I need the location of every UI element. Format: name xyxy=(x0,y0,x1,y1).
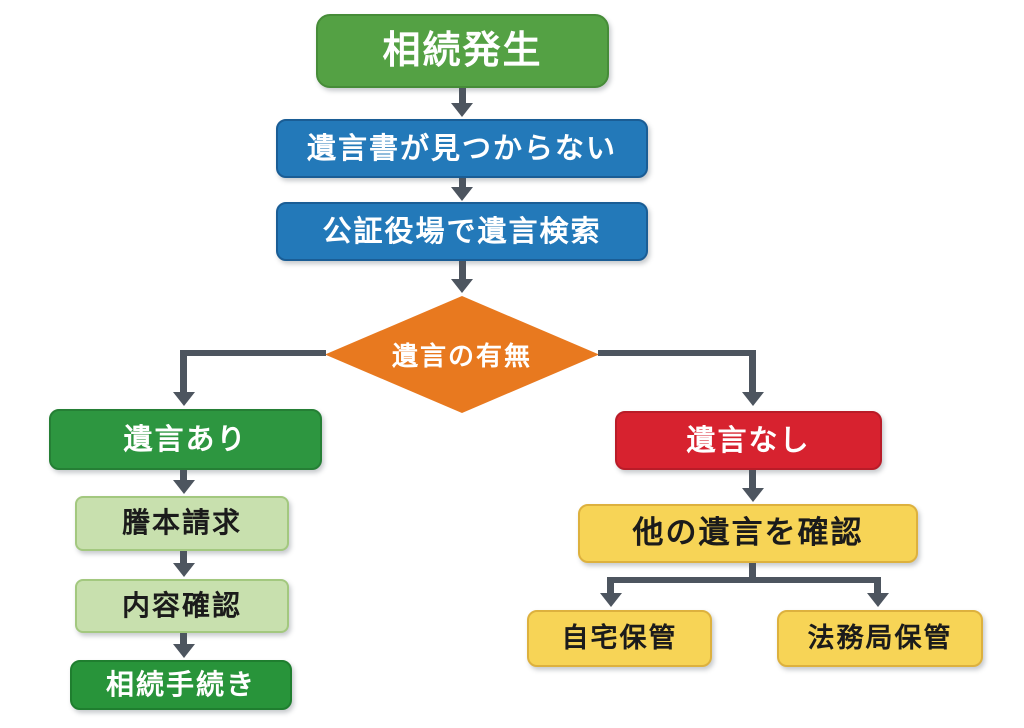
arrow-head-icon xyxy=(741,488,764,502)
arrow-notary-search-to-decision xyxy=(451,261,473,293)
arrow-request-copy-to-check-contents xyxy=(172,551,195,577)
node-notary-search: 公証役場で遺言検索 xyxy=(276,202,648,261)
arrow-stem xyxy=(749,380,756,393)
node-home-storage-label: 自宅保管 xyxy=(561,622,678,654)
arrow-to-legal-affairs-storage xyxy=(866,577,889,607)
node-start: 相続発生 xyxy=(316,14,609,88)
arrow-decision-to-will-exists xyxy=(172,380,195,406)
node-will-not-found-label: 遺言書が見つからない xyxy=(306,130,617,165)
arrow-head-icon xyxy=(172,392,195,406)
connector-split-horizontal xyxy=(607,577,881,583)
node-start-label: 相続発生 xyxy=(382,28,543,73)
node-request-copy-label: 謄本請求 xyxy=(121,506,242,540)
node-check-other-wills: 他の遺言を確認 xyxy=(578,504,918,563)
arrow-head-icon xyxy=(172,480,195,494)
arrow-start-to-will-not-found xyxy=(451,88,473,117)
arrow-to-home-storage xyxy=(599,577,622,607)
arrow-stem xyxy=(749,470,756,489)
arrow-stem xyxy=(180,380,187,393)
connector-decision-left-vertical xyxy=(180,350,187,392)
arrow-head-icon xyxy=(741,392,764,406)
arrow-head-icon xyxy=(451,187,473,201)
arrow-stem xyxy=(607,577,614,594)
arrow-stem xyxy=(874,577,881,594)
node-home-storage: 自宅保管 xyxy=(527,610,712,667)
arrow-stem xyxy=(180,551,187,564)
arrow-stem xyxy=(180,633,187,645)
node-check-contents: 内容確認 xyxy=(75,579,289,633)
node-will-not-found: 遺言書が見つからない xyxy=(276,119,648,178)
arrow-decision-to-no-will xyxy=(741,380,764,406)
arrow-stem xyxy=(458,261,466,280)
arrow-no-will-to-check-other-wills xyxy=(741,470,764,502)
node-no-will: 遺言なし xyxy=(615,411,882,470)
arrow-head-icon xyxy=(866,593,889,607)
arrow-head-icon xyxy=(172,644,195,658)
arrow-stem xyxy=(458,178,466,188)
node-check-contents-label: 内容確認 xyxy=(121,588,242,622)
node-legal-affairs-storage-label: 法務局保管 xyxy=(807,622,953,654)
node-notary-search-label: 公証役場で遺言検索 xyxy=(322,213,602,248)
node-inheritance-procedure: 相続手続き xyxy=(70,660,292,710)
arrow-head-icon xyxy=(599,593,622,607)
arrow-check-contents-to-inheritance-procedure xyxy=(172,633,195,658)
node-decision-diamond: 遺言の有無 xyxy=(325,296,599,413)
arrow-will-not-found-to-notary-search xyxy=(451,178,473,201)
node-inheritance-procedure-label: 相続手続き xyxy=(105,667,256,701)
arrow-head-icon xyxy=(451,103,473,117)
connector-decision-right-vertical xyxy=(749,350,756,392)
connector-decision-right-horizontal xyxy=(598,350,756,356)
node-will-exists: 遺言あり xyxy=(49,409,322,470)
node-decision-label: 遺言の有無 xyxy=(391,342,532,372)
node-will-exists-label: 遺言あり xyxy=(123,421,248,456)
arrow-stem xyxy=(458,88,466,104)
connector-split-stub xyxy=(749,563,756,580)
node-request-copy: 謄本請求 xyxy=(75,496,289,551)
arrow-head-icon xyxy=(451,279,473,293)
connector-decision-left-horizontal xyxy=(180,350,326,356)
node-check-other-wills-label: 他の遺言を確認 xyxy=(632,515,864,552)
node-legal-affairs-storage: 法務局保管 xyxy=(777,610,983,667)
arrow-stem xyxy=(180,470,187,481)
arrow-will-exists-to-request-copy xyxy=(172,470,195,494)
node-no-will-label: 遺言なし xyxy=(686,422,811,457)
arrow-head-icon xyxy=(172,563,195,577)
